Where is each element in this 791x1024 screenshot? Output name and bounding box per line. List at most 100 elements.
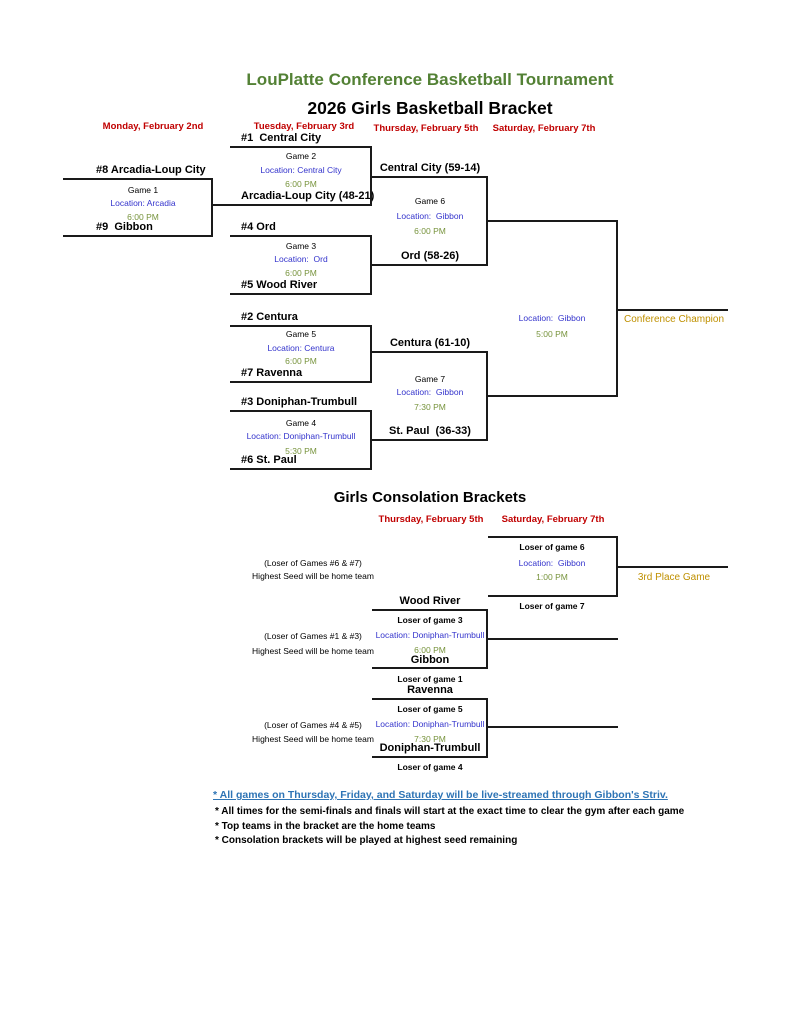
bracket-line xyxy=(370,176,488,178)
bracket-line xyxy=(230,293,372,295)
bracket-line xyxy=(230,146,372,148)
bracket-line xyxy=(230,410,372,412)
bracket-line xyxy=(488,536,618,538)
game3-label: Game 3 xyxy=(285,241,317,251)
game5-top-team: #2 Centura xyxy=(241,311,298,323)
bracket-line xyxy=(63,178,213,180)
bracket-line xyxy=(63,235,213,237)
third-place-top-slot: Loser of game 6 xyxy=(519,542,585,552)
bracket3-location: Location: Doniphan-Trumbull xyxy=(375,719,485,729)
date-header-monday: Monday, February 2nd xyxy=(102,121,204,132)
game6-time: 6:00 PM xyxy=(414,226,446,236)
third-place-note1: (Loser of Games #6 & #7) xyxy=(264,558,362,568)
consolation-date-saturday: Saturday, February 7th xyxy=(501,514,605,525)
page-title: LouPlatte Conference Basketball Tourname… xyxy=(246,70,614,89)
game2-top-team: #1 Central City xyxy=(241,132,322,144)
third-place-game-label: 3rd Place Game xyxy=(637,572,711,583)
conference-champion-label: Conference Champion xyxy=(623,314,725,325)
game1-location: Location: Arcadia xyxy=(110,198,176,208)
bracket-line xyxy=(486,726,618,728)
game2-label: Game 2 xyxy=(285,151,317,161)
game3-time: 6:00 PM xyxy=(285,268,317,278)
bracket2-note2: Highest Seed will be home team xyxy=(252,646,374,656)
game1-bottom-team: #9 Gibbon xyxy=(96,221,153,233)
bracket-line xyxy=(372,698,488,700)
game7-bottom-team: St. Paul (36-33) xyxy=(389,425,471,437)
game4-time: 5:30 PM xyxy=(285,446,317,456)
bracket2-top-slot: Loser of game 3 xyxy=(397,615,463,625)
consolation-title: Girls Consolation Brackets xyxy=(333,489,527,506)
third-place-note2: Highest Seed will be home team xyxy=(252,571,374,581)
game5-label: Game 5 xyxy=(285,329,317,339)
game5-location: Location: Centura xyxy=(267,343,335,353)
game7-label: Game 7 xyxy=(414,374,446,384)
game7-location: Location: Gibbon xyxy=(396,387,464,397)
bracket2-top-team: Wood River xyxy=(399,595,461,607)
game5-bottom-team: #7 Ravenna xyxy=(241,367,303,379)
game4-label: Game 4 xyxy=(285,418,317,428)
final-time: 5:00 PM xyxy=(536,329,568,339)
bracket-line xyxy=(486,220,618,222)
bracket-line xyxy=(372,667,488,669)
date-header-tuesday: Tuesday, February 3rd xyxy=(253,121,355,132)
game3-bottom-team: #5 Wood River xyxy=(241,279,318,291)
game3-location: Location: Ord xyxy=(274,254,328,264)
game7-top-team: Centura (61-10) xyxy=(389,337,471,349)
note-consolation-seed: * Consolation brackets will be played at… xyxy=(215,835,518,846)
game4-location: Location: Doniphan-Trumbull xyxy=(246,431,356,441)
bracket3-note1: (Loser of Games #4 & #5) xyxy=(264,720,362,730)
game6-label: Game 6 xyxy=(414,196,446,206)
game2-bottom-team: Arcadia-Loup City (48-21) xyxy=(241,190,375,202)
game7-time: 7:30 PM xyxy=(414,402,446,412)
game1-label: Game 1 xyxy=(127,185,159,195)
bracket-line xyxy=(211,204,372,206)
bracket-line xyxy=(230,325,372,327)
game5-time: 6:00 PM xyxy=(285,356,317,366)
bracket-line xyxy=(370,351,488,353)
third-place-time: 1:00 PM xyxy=(536,572,568,582)
game6-bottom-team: Ord (58-26) xyxy=(400,250,460,262)
bracket-line xyxy=(486,395,618,397)
consolation-date-thursday: Thursday, February 5th xyxy=(378,514,484,525)
bracket-line xyxy=(372,756,488,758)
game2-time: 6:00 PM xyxy=(285,179,317,189)
game4-bottom-team: #6 St. Paul xyxy=(241,454,297,466)
bracket3-top-slot: Loser of game 5 xyxy=(397,704,463,714)
bracket-line xyxy=(488,595,618,597)
bracket-line xyxy=(616,309,728,311)
bracket-line xyxy=(370,264,488,266)
bracket-line xyxy=(230,381,372,383)
game1-time: 6:00 PM xyxy=(127,212,159,222)
bracket-line xyxy=(370,325,372,383)
bracket-line xyxy=(230,468,372,470)
game6-location: Location: Gibbon xyxy=(396,211,464,221)
bracket-line xyxy=(486,698,488,758)
note-semi-finals: * All times for the semi-finals and fina… xyxy=(215,806,685,817)
game4-top-team: #3 Doniphan-Trumbull xyxy=(241,396,358,408)
bracket2-location: Location: Doniphan-Trumbull xyxy=(375,630,485,640)
date-header-saturday: Saturday, February 7th xyxy=(492,123,596,134)
note-home-teams: * Top teams in the bracket are the home … xyxy=(215,821,436,832)
bracket2-bottom-team: Gibbon xyxy=(410,654,450,666)
bracket-line xyxy=(616,566,728,568)
bracket-line xyxy=(616,220,618,397)
live-stream-link[interactable]: * All games on Thursday, Friday, and Sat… xyxy=(213,789,668,801)
game6-top-team: Central City (59-14) xyxy=(379,162,481,174)
final-location: Location: Gibbon xyxy=(518,313,586,323)
bracket-line xyxy=(486,638,618,640)
bracket3-top-team: Ravenna xyxy=(407,684,453,696)
third-place-location: Location: Gibbon xyxy=(518,558,586,568)
bracket-line xyxy=(211,178,213,237)
bracket3-time: 7:30 PM xyxy=(414,734,446,744)
game3-top-team: #4 Ord xyxy=(241,221,276,233)
bracket-line xyxy=(370,439,488,441)
bracket2-note1: (Loser of Games #1 & #3) xyxy=(264,631,362,641)
bracket2-time: 6:00 PM xyxy=(414,645,446,655)
game2-location: Location: Central City xyxy=(260,165,342,175)
date-header-thursday: Thursday, February 5th xyxy=(373,123,479,134)
bracket3-note2: Highest Seed will be home team xyxy=(252,734,374,744)
bracket-line xyxy=(372,609,488,611)
bracket2-bottom-slot: Loser of game 1 xyxy=(397,674,463,684)
third-place-bottom-slot: Loser of game 7 xyxy=(519,601,585,611)
